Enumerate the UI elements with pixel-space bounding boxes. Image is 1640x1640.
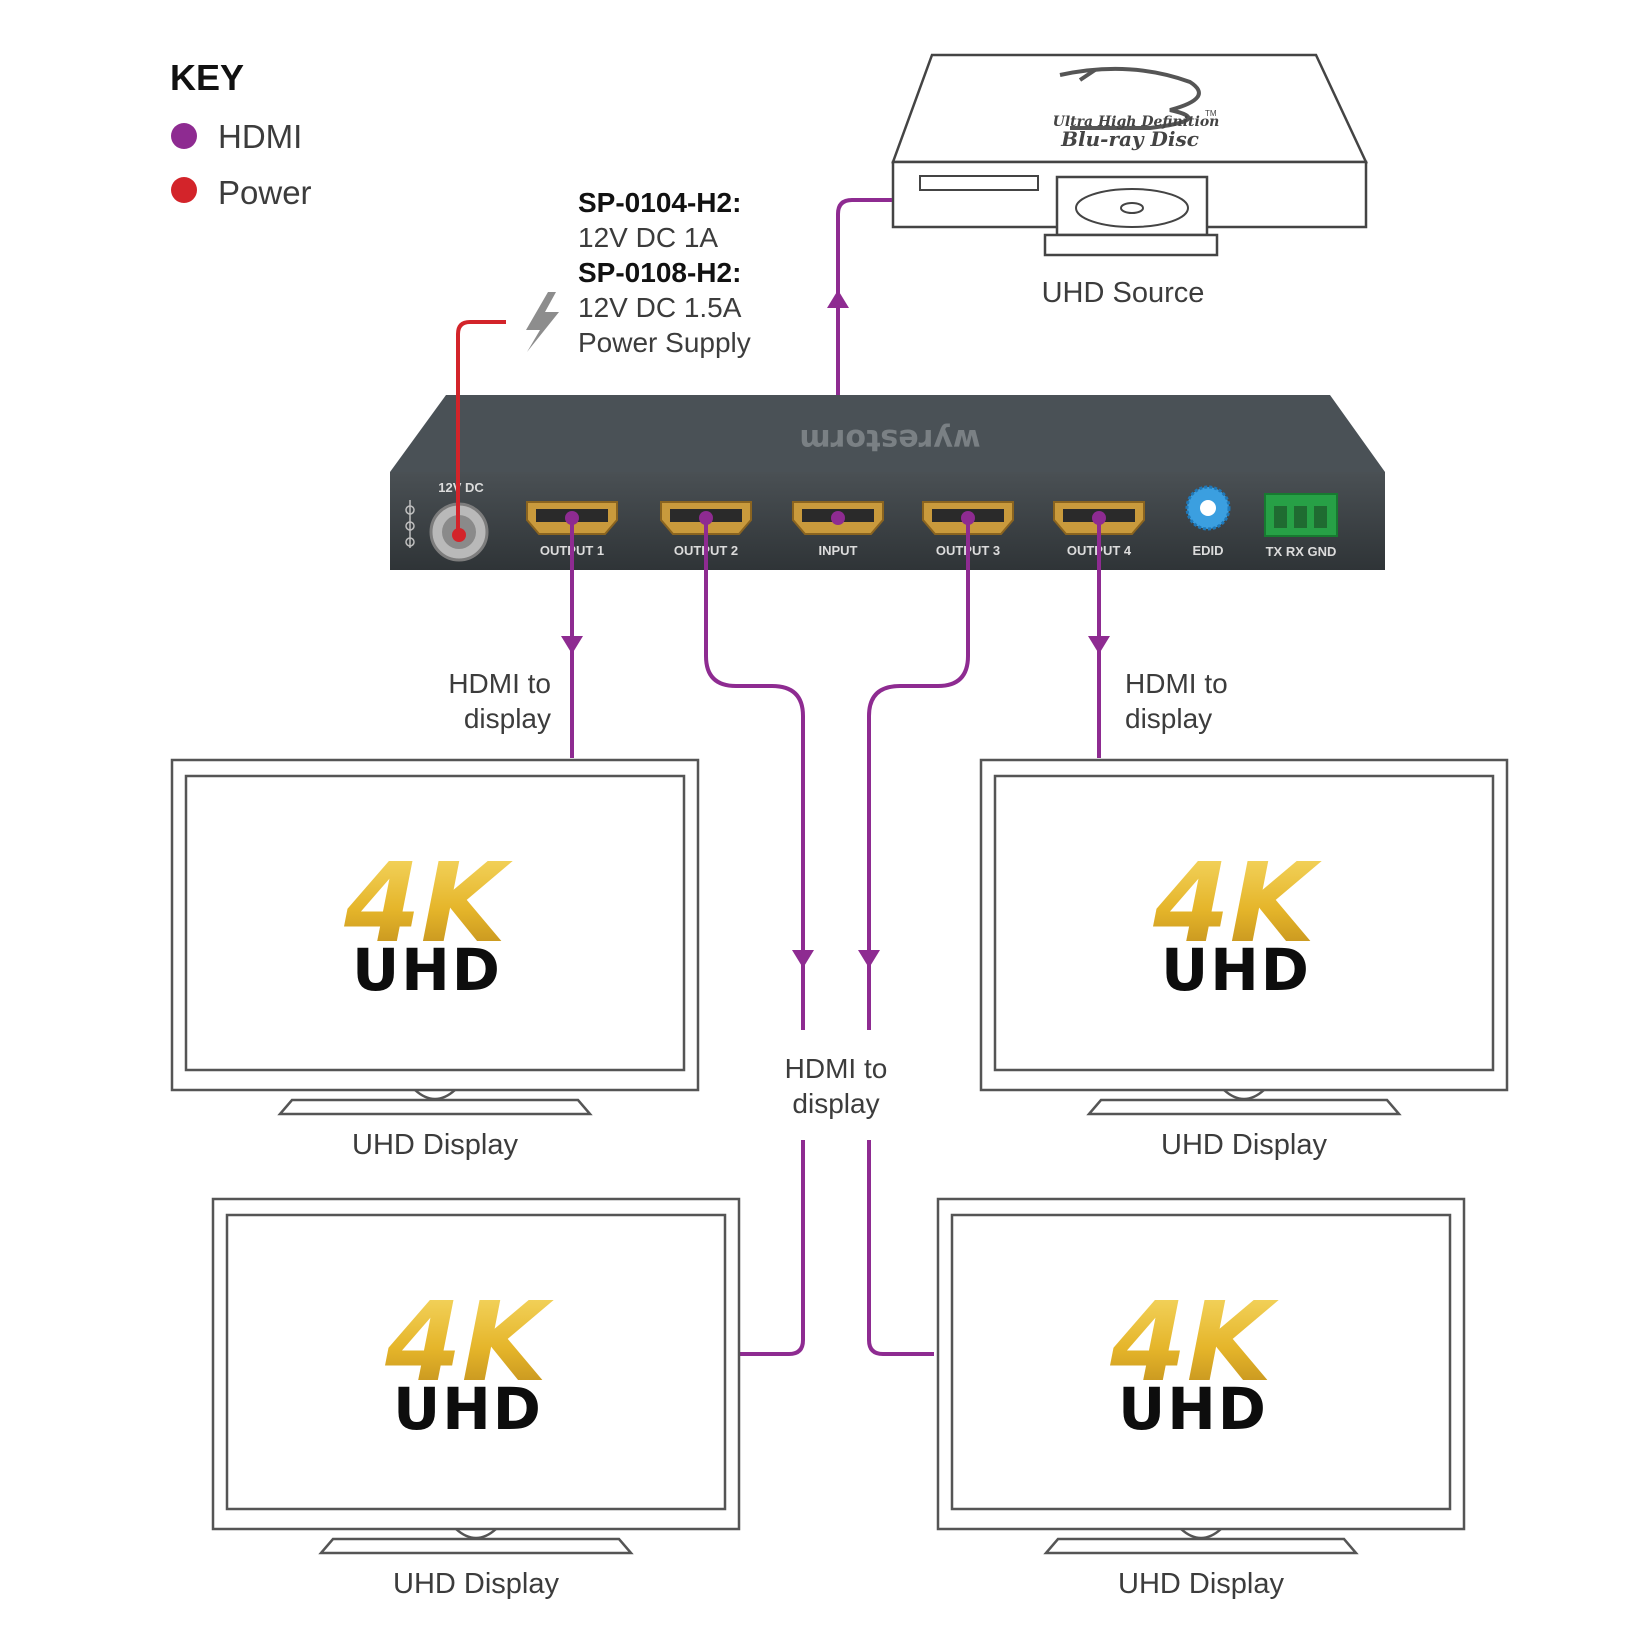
hdmi-label-center-2: display [792,1088,879,1119]
hdmi-label-right-1: HDMI to [1125,668,1228,699]
terminal-pin-gnd [1314,506,1327,528]
badge-4k: 4K [343,839,514,967]
tv-stand-neck [1223,1089,1265,1101]
key-title: KEY [170,57,244,98]
bluray-logo-line1: Ultra High Definition [1053,114,1220,130]
tv-stand-neck [455,1528,497,1540]
tv-screen [950,1213,1452,1511]
lightning-icon [526,292,559,352]
arrow-down-icon [1088,636,1110,654]
bluray-logo: Ultra High Definition Blu-ray Disc TM [1053,66,1220,151]
hdmi-label-left-1: HDMI to [448,668,551,699]
badge-4k: 4K [1152,839,1323,967]
badge-uhd: UHD [1161,936,1311,1004]
tv-screen [225,1213,727,1511]
power-spec-2: 12V DC 1.5A [578,292,742,323]
hdmi-label-center-1: HDMI to [785,1053,888,1084]
arrow-down-icon [858,950,880,968]
hdmi-label-right-2: display [1125,703,1212,734]
hdmi-cable-output-2 [704,518,805,1030]
power-supply-label: Power Supply [578,327,751,358]
hdmi-port-1[interactable]: OUTPUT 1 [526,501,618,558]
uhd-source-label: UHD Source [1042,277,1205,309]
power-key-dot [171,177,197,203]
edid-label: EDID [1192,543,1223,558]
tv-screen [993,774,1495,1072]
power-cable [456,320,506,535]
tv-stand-neck [1180,1528,1222,1540]
badge-4k: 4K [384,1278,555,1406]
tv-stand-base [277,1098,593,1116]
edid-switch[interactable]: EDID [1185,485,1231,558]
power-model-2: SP-0108-H2: [578,257,741,288]
hdmi-port-label: INPUT [819,543,858,558]
power-model-1: SP-0104-H2: [578,187,741,218]
uhd-display-label: UHD Display [1161,1129,1327,1161]
badge-uhd: UHD [352,936,502,1004]
hdmi-port-3[interactable]: INPUT [792,501,884,558]
bluray-logo-tm: TM [1205,109,1217,118]
disc-hole [1120,202,1144,214]
power-spec-1: 12V DC 1A [578,222,718,253]
power-note: SP-0104-H2: 12V DC 1A SP-0108-H2: 12V DC… [578,187,751,358]
disc-tray-base [1043,233,1219,257]
hdmi-cable-output-2-lower [740,1140,805,1356]
serial-label: TX RX GND [1266,544,1337,559]
player-slot [919,175,1039,191]
edid-dial-center [1200,500,1216,516]
hdmi-connector-dot [831,511,845,525]
hdmi-key-label: HDMI [218,118,302,155]
hdmi-key-dot [171,123,197,149]
rs232-terminal[interactable]: TX RX GND [1264,493,1338,559]
badge-uhd: UHD [1118,1375,1268,1443]
tv-screen [184,774,686,1072]
hdmi-label-left-2: display [464,703,551,734]
bluray-logo-line2: Blu-ray Disc [1060,127,1199,151]
tv-stand-base [1043,1537,1359,1555]
disc-icon [1075,188,1189,228]
uhd-source-device: Ultra High Definition Blu-ray Disc TM [891,53,1368,257]
arrow-down-icon [792,950,814,968]
power-key-label: Power [218,174,312,211]
splitter-brand: wyrestorm [799,422,980,457]
uhd-display-label: UHD Display [352,1129,518,1161]
hdmi-cable-output-3-lower [867,1140,934,1356]
key-legend: KEY HDMI Power [170,57,312,211]
ground-icon [405,500,415,548]
power-port-label: 12V DC [438,480,484,495]
splitter-top [390,395,1385,472]
tv-stand-base [1086,1098,1402,1116]
terminal-pin-tx [1274,506,1287,528]
uhd-display-label: UHD Display [393,1568,559,1600]
hdmi-cable-output-3 [867,518,970,1030]
badge-uhd: UHD [393,1375,543,1443]
uhd-display-label: UHD Display [1118,1568,1284,1600]
arrow-up-icon [827,290,849,308]
badge-4k: 4K [1109,1278,1280,1406]
hdmi-cable-input [836,198,892,518]
arrow-down-icon [561,636,583,654]
terminal-pin-rx [1294,506,1307,528]
tv-stand-base [318,1537,634,1555]
tv-stand-neck [414,1089,456,1101]
